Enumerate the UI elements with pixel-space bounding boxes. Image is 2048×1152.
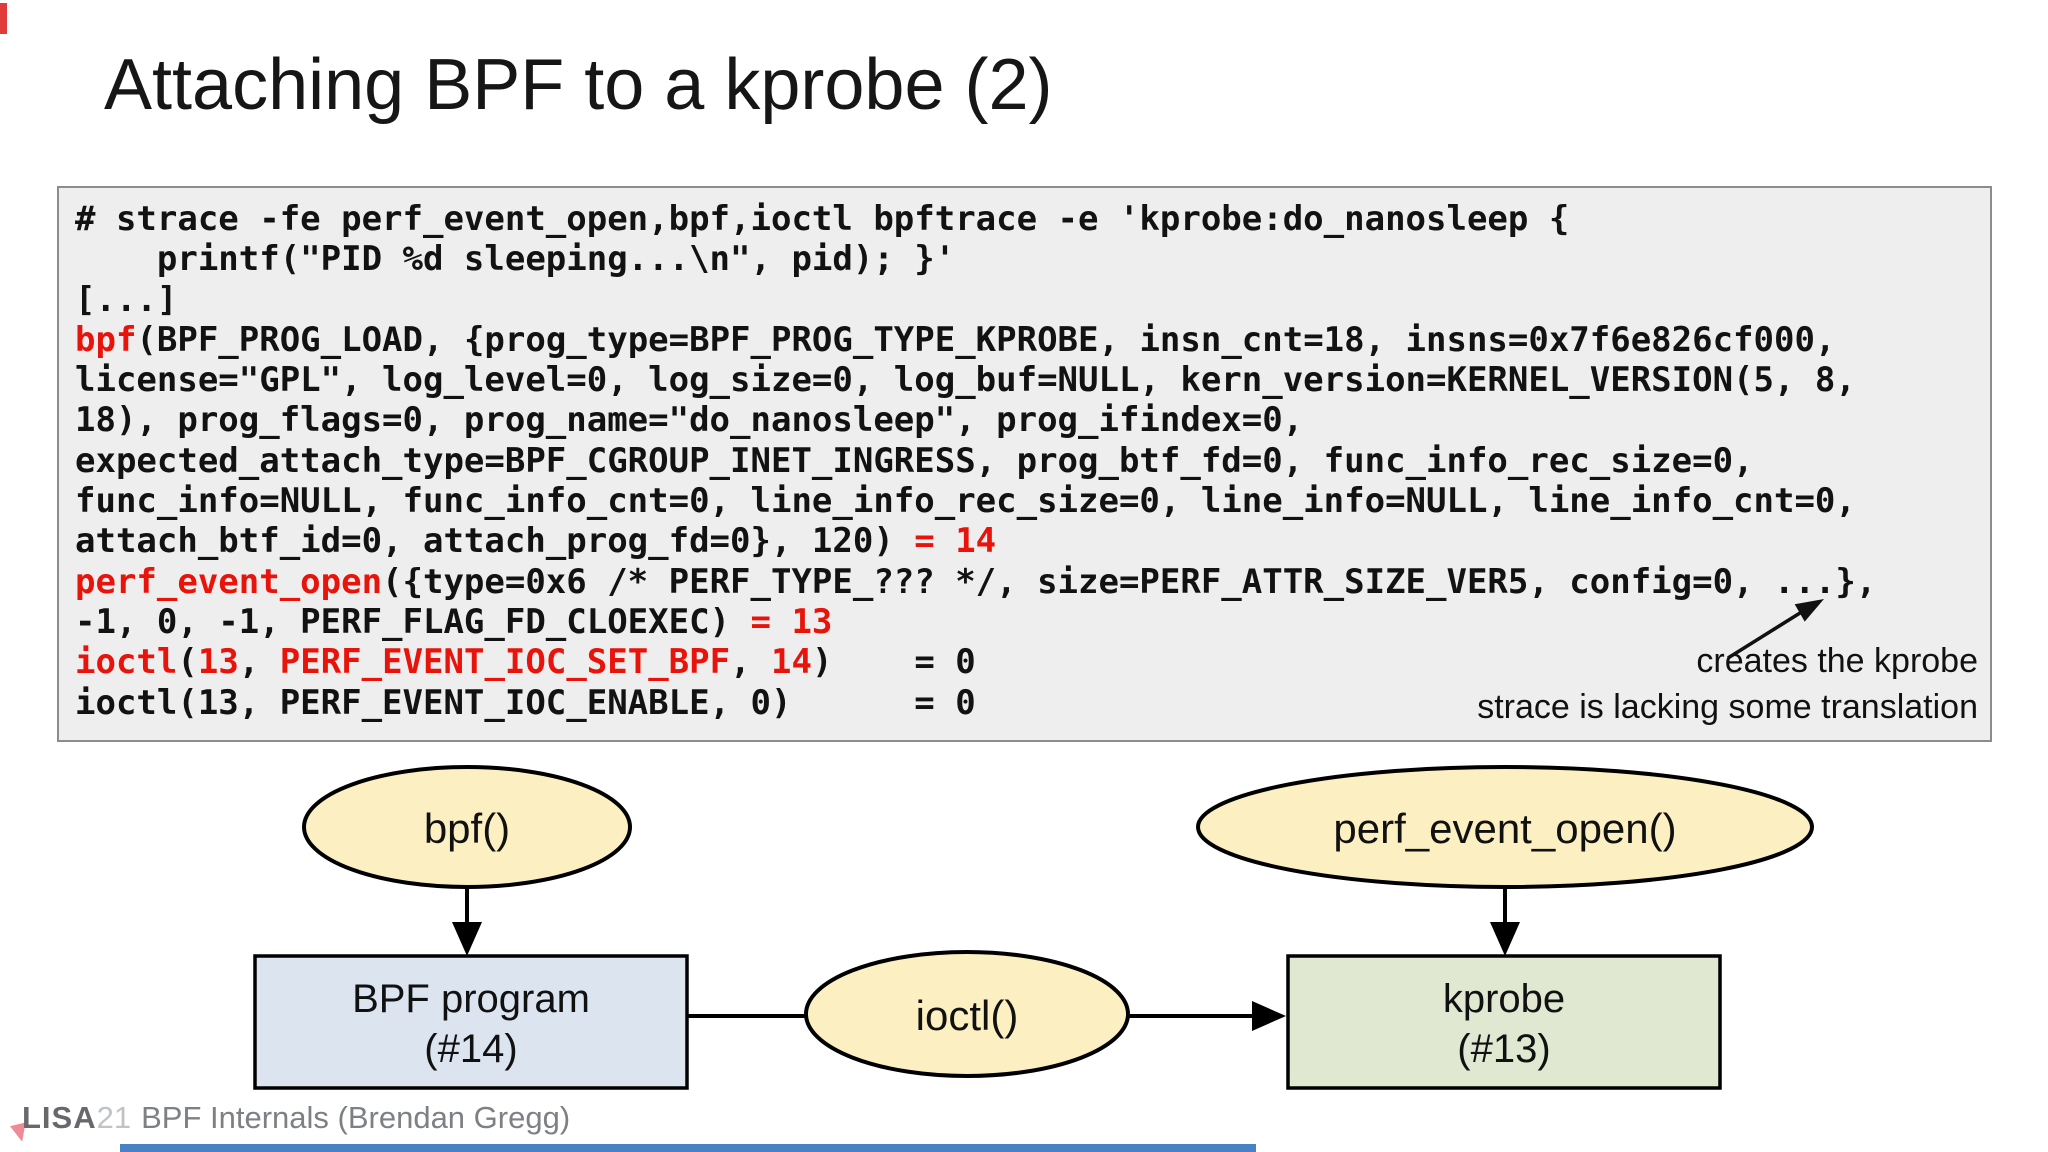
ioctl-ellipse bbox=[804, 950, 1130, 1078]
code-segment: [...] bbox=[75, 279, 178, 320]
arrow-head bbox=[1490, 922, 1520, 956]
code-line: 18), prog_flags=0, prog_name="do_nanosle… bbox=[75, 400, 1876, 440]
arrow-bpf-to-program bbox=[452, 888, 482, 956]
bpf-program-box bbox=[253, 954, 689, 1090]
code-segment: ioctl(13, PERF_EVENT_IOC_ENABLE, 0) = 0 bbox=[75, 682, 976, 723]
arrow-head bbox=[1252, 1001, 1286, 1031]
code-segment: -1, 0, -1, PERF_FLAG_FD_CLOEXEC) bbox=[75, 601, 751, 642]
bpf-ellipse bbox=[302, 765, 632, 889]
ioctl-ellipse-label: ioctl() bbox=[916, 992, 1019, 1039]
code-segment-highlight: ioctl bbox=[75, 642, 178, 683]
code-segment: printf("PID %d sleeping...\n", pid); }' bbox=[75, 239, 956, 280]
footer-text: BPF Internals (Brendan Gregg) bbox=[141, 1100, 571, 1135]
code-segment: , bbox=[730, 642, 772, 683]
code-segment: , bbox=[238, 642, 280, 683]
code-segment-highlight: = 13 bbox=[750, 601, 833, 642]
arrow-perf-to-kprobe bbox=[1490, 888, 1520, 956]
code-segment-highlight: 14 bbox=[771, 642, 812, 683]
kprobe-box-label: kprobe bbox=[1443, 977, 1565, 1021]
code-segment: # strace -fe perf_event_open,bpf,ioctl b… bbox=[75, 199, 1570, 239]
code-line: func_info=NULL, func_info_cnt=0, line_in… bbox=[75, 481, 1876, 521]
code-line: bpf(BPF_PROG_LOAD, {prog_type=BPF_PROG_T… bbox=[75, 320, 1876, 360]
code-segment-highlight: = 14 bbox=[914, 521, 997, 562]
code-segment-highlight: PERF_EVENT_IOC_SET_BPF bbox=[279, 642, 731, 683]
code-line: ioctl(13, PERF_EVENT_IOC_SET_BPF, 14) = … bbox=[75, 642, 1876, 682]
code-segment: (BPF_PROG_LOAD, {prog_type=BPF_PROG_TYPE… bbox=[136, 319, 1836, 360]
code-line: [...] bbox=[75, 280, 1876, 320]
annotation-strace-translation: strace is lacking some translation bbox=[1477, 688, 1978, 726]
code-line: printf("PID %d sleeping...\n", pid); }' bbox=[75, 239, 1876, 279]
arrow-head bbox=[452, 922, 482, 956]
annotation-block: creates the kprobe strace is lacking som… bbox=[1477, 638, 1978, 730]
terminal-output-panel: # strace -fe perf_event_open,bpf,ioctl b… bbox=[57, 186, 1992, 742]
bpf-program-box-label: BPF program bbox=[352, 977, 590, 1021]
annotation-creates-kprobe: creates the kprobe bbox=[1696, 642, 1978, 680]
code-line: ioctl(13, PERF_EVENT_IOC_ENABLE, 0) = 0 bbox=[75, 683, 1876, 723]
footer: LISA21 BPF Internals (Brendan Gregg) bbox=[22, 1100, 570, 1136]
bpf-ellipse-label: bpf() bbox=[424, 805, 510, 852]
footer-year: 21 bbox=[96, 1100, 132, 1135]
code-segment-highlight: 13 bbox=[197, 642, 239, 683]
code-segment: ( bbox=[177, 642, 198, 683]
kprobe-box bbox=[1286, 954, 1722, 1090]
strace-output: # strace -fe perf_event_open,bpf,ioctl b… bbox=[75, 199, 1876, 723]
code-segment: ({type=0x6 /* PERF_TYPE_??? */, size=PER… bbox=[382, 561, 1877, 602]
kprobe-box-sublabel: (#13) bbox=[1457, 1027, 1550, 1071]
code-segment: license="GPL", log_level=0, log_size=0, … bbox=[75, 360, 1856, 401]
red-corner-mark bbox=[0, 3, 7, 34]
bpf-program-box-sublabel: (#14) bbox=[424, 1027, 517, 1071]
bottom-blue-bar bbox=[120, 1144, 1256, 1152]
perf-event-open-ellipse bbox=[1196, 765, 1814, 889]
code-line: # strace -fe perf_event_open,bpf,ioctl b… bbox=[75, 199, 1876, 239]
code-segment-highlight: perf_event_open bbox=[75, 561, 383, 602]
footer-brand: LISA bbox=[22, 1100, 97, 1135]
code-segment: attach_btf_id=0, attach_prog_fd=0}, 120) bbox=[75, 521, 915, 562]
code-line: expected_attach_type=BPF_CGROUP_INET_ING… bbox=[75, 441, 1876, 481]
code-line: -1, 0, -1, PERF_FLAG_FD_CLOEXEC) = 13 bbox=[75, 602, 1876, 642]
arrow-ioctl-to-kprobe bbox=[1128, 1001, 1286, 1031]
code-segment: expected_attach_type=BPF_CGROUP_INET_ING… bbox=[75, 440, 1754, 481]
code-segment-highlight: bpf bbox=[75, 319, 137, 360]
code-line: license="GPL", log_level=0, log_size=0, … bbox=[75, 360, 1876, 400]
code-segment: ) = 0 bbox=[812, 642, 976, 683]
code-line: perf_event_open({type=0x6 /* PERF_TYPE_?… bbox=[75, 562, 1876, 602]
code-segment: func_info=NULL, func_info_cnt=0, line_in… bbox=[75, 481, 1856, 522]
perf-event-open-ellipse-label: perf_event_open() bbox=[1333, 805, 1676, 852]
slide-title: Attaching BPF to a kprobe (2) bbox=[104, 45, 1053, 125]
code-line: attach_btf_id=0, attach_prog_fd=0}, 120)… bbox=[75, 521, 1876, 561]
code-segment: 18), prog_flags=0, prog_name="do_nanosle… bbox=[75, 400, 1304, 441]
